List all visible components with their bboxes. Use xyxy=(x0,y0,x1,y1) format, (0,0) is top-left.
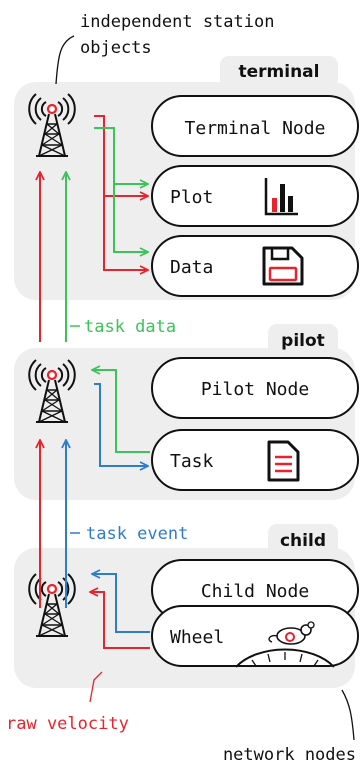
child-label-tab xyxy=(268,524,338,556)
pilot-label-tab xyxy=(268,324,338,356)
pilot-node-label: Pilot Node xyxy=(201,379,309,400)
terminal-to-data-green-arrow xyxy=(94,127,148,252)
task-to-pilot-green-up-arrow xyxy=(92,370,117,432)
data-node-box xyxy=(151,235,359,297)
task-event-label: task event xyxy=(86,524,188,544)
wheel-to-child-blue-arrow xyxy=(92,574,150,633)
data-node-label: Data xyxy=(170,257,213,278)
child-label: child xyxy=(280,531,326,551)
terminal-node-box xyxy=(151,95,359,157)
child-node-label: Child Node xyxy=(201,581,309,602)
independent-station-leader xyxy=(55,35,75,85)
raw-velocity-leader xyxy=(89,671,103,703)
wheel-to-child-red-arrow xyxy=(90,592,150,649)
wheel-node-label: Wheel xyxy=(170,627,224,648)
network-nodes-leader xyxy=(341,689,355,741)
task-data-label: task data xyxy=(84,317,176,337)
plot-node-box xyxy=(151,165,359,227)
pilot-to-task-blue-arrow xyxy=(94,383,148,466)
network-nodes-label: network nodes xyxy=(223,745,356,765)
bar-chart-icon xyxy=(264,178,298,216)
pilot-node-box xyxy=(151,357,359,419)
plot-node-label: Plot xyxy=(170,187,213,208)
floppy-disk-icon xyxy=(262,246,304,286)
document-icon xyxy=(267,440,300,482)
pilot-label: pilot xyxy=(281,331,325,351)
wheel-node-box xyxy=(151,605,359,667)
task-to-pilot-green-link xyxy=(115,432,150,453)
independent-station-text-1: independent station xyxy=(80,12,274,32)
terminal-to-data-red-arrow xyxy=(94,115,148,270)
terminal-node-label: Terminal Node xyxy=(185,118,326,139)
mouse-on-wheel-icon xyxy=(235,621,335,668)
terminal-label: terminal xyxy=(239,62,320,82)
task-node-box xyxy=(151,429,359,491)
raw-velocity-label: raw velocity xyxy=(6,714,129,734)
terminal-label-tab xyxy=(220,56,338,88)
task-node-label: Task xyxy=(170,451,214,472)
independent-station-text-2: objects xyxy=(80,38,152,58)
